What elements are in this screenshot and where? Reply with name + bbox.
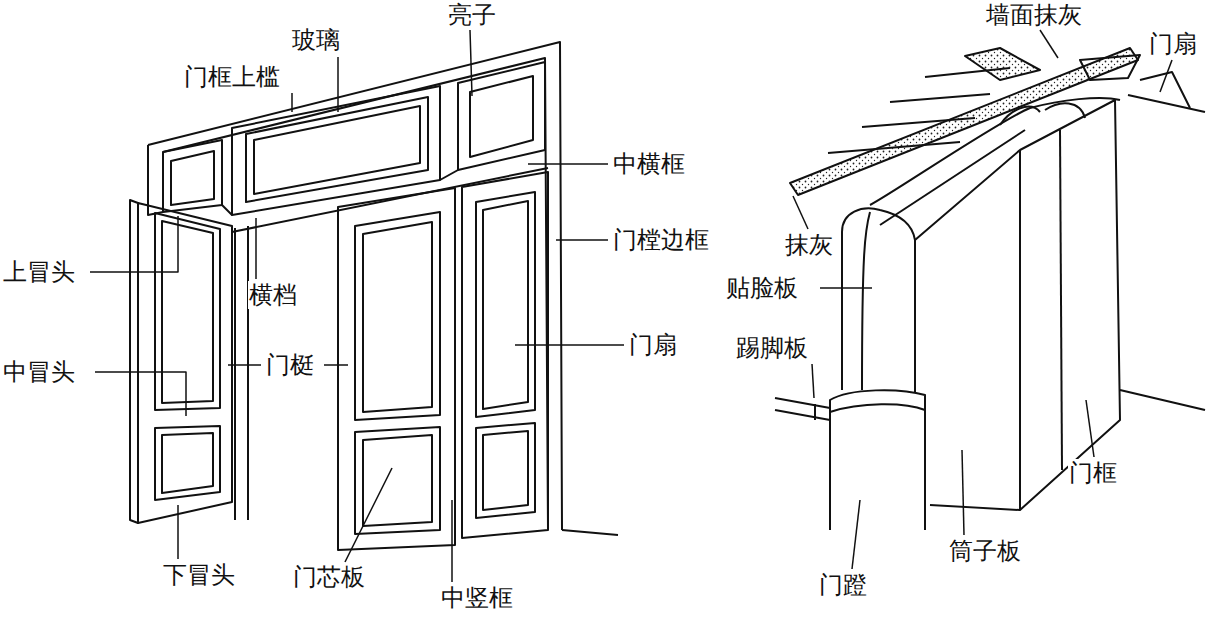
part-label: 墙面抹灰	[985, 1, 1083, 29]
part-label: 下冒头	[162, 561, 236, 589]
part-label: 门扇	[628, 331, 678, 359]
part-label: 上冒头	[2, 258, 76, 286]
part-label: 抹灰	[784, 231, 834, 259]
part-label: 中横框	[612, 150, 686, 178]
part-label: 门框	[1068, 459, 1118, 487]
part-label: 横档	[248, 281, 298, 309]
part-label: 门扇	[1148, 30, 1198, 58]
part-label: 中竖框	[440, 584, 514, 612]
part-label: 门梃	[265, 351, 315, 379]
part-label: 门樘边框	[612, 226, 710, 254]
part-label: 亮子	[447, 1, 497, 29]
part-label: 贴脸板	[725, 274, 799, 302]
part-label: 筒子板	[948, 537, 1022, 565]
part-label: 门框上槛	[183, 63, 281, 91]
part-label: 玻璃	[291, 26, 341, 54]
part-label: 踢脚板	[735, 334, 809, 362]
part-label: 门芯板	[292, 563, 366, 591]
part-label: 中冒头	[2, 358, 76, 386]
part-label: 门蹬	[818, 571, 868, 599]
